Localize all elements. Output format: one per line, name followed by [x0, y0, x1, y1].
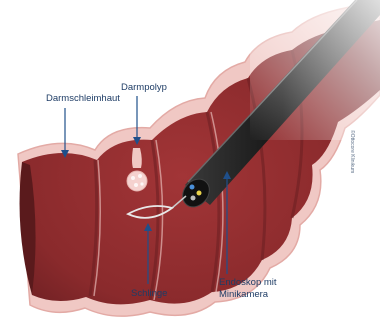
- label-snare: Schlinge: [131, 288, 167, 300]
- label-mucosa: Darmschleimhaut: [46, 93, 120, 105]
- copyright-credit: ©Ottocore Klinikum: [349, 130, 355, 173]
- label-polyp: Darmpolyp: [121, 82, 167, 94]
- fade-overlay: [250, 0, 380, 140]
- label-endoscope: Endoskop mit Minikamera: [219, 277, 277, 301]
